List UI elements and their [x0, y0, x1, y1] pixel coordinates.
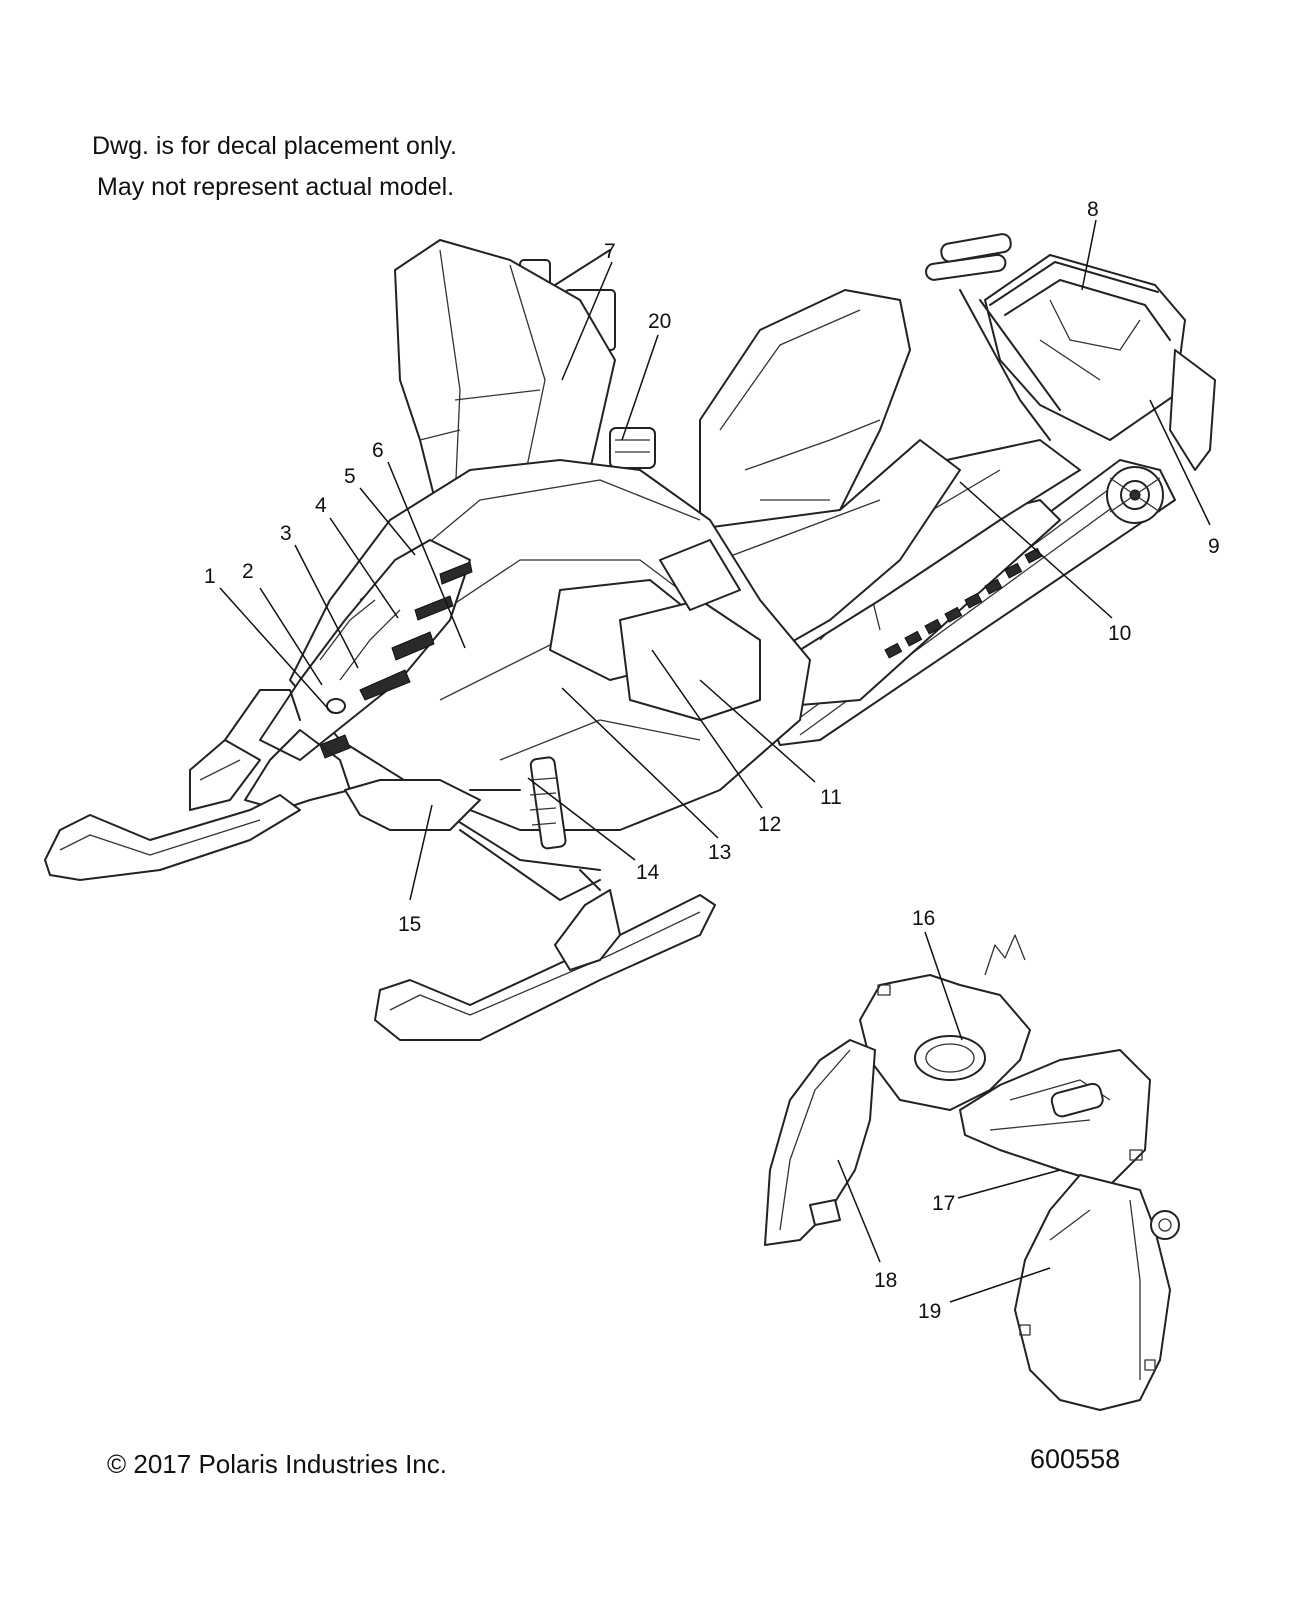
callout-16: 16	[912, 907, 935, 930]
callout-8: 8	[1087, 198, 1099, 221]
drawing-number: 600558	[1030, 1444, 1121, 1474]
front-suspension	[439, 756, 601, 901]
callout-9: 9	[1208, 535, 1220, 558]
callout-13: 13	[708, 841, 731, 864]
callout-2: 2	[242, 560, 254, 583]
callout-1: 1	[204, 565, 216, 588]
leader-lines	[219, 219, 1211, 1303]
callout-6: 6	[372, 439, 384, 462]
callout-20: 20	[648, 310, 671, 333]
right-ski	[374, 869, 716, 1041]
callout-3: 3	[280, 522, 292, 545]
callout-11: 11	[820, 786, 842, 809]
note-not-actual-model: May not represent actual model.	[97, 173, 455, 201]
front-lower-cowl	[344, 779, 481, 831]
callout-14: 14	[636, 861, 660, 884]
copyright-text: © 2017 Polaris Industries Inc.	[107, 1449, 447, 1479]
windshield	[394, 239, 616, 521]
callout-numbers: 1 2 3 4 5 6 7 20 8 9 10 11 12 13 14 15 1…	[204, 198, 1220, 1323]
note-decal-placement: Dwg. is for decal placement only.	[92, 132, 457, 160]
snowmobile-illustration	[44, 233, 1216, 1041]
front-nose	[259, 539, 473, 761]
callout-4: 4	[315, 494, 327, 517]
callout-5: 5	[344, 465, 356, 488]
exploded-panels	[764, 934, 1180, 1411]
callout-19: 19	[918, 1300, 941, 1323]
callout-7: 7	[604, 240, 616, 263]
callout-12: 12	[758, 813, 781, 836]
callout-15: 15	[398, 913, 421, 936]
callout-17: 17	[932, 1192, 955, 1215]
rear-suspension	[925, 233, 1061, 441]
callout-18: 18	[874, 1269, 897, 1292]
callout-10: 10	[1108, 622, 1131, 645]
rear-rack	[984, 254, 1216, 471]
left-ski	[44, 739, 301, 881]
